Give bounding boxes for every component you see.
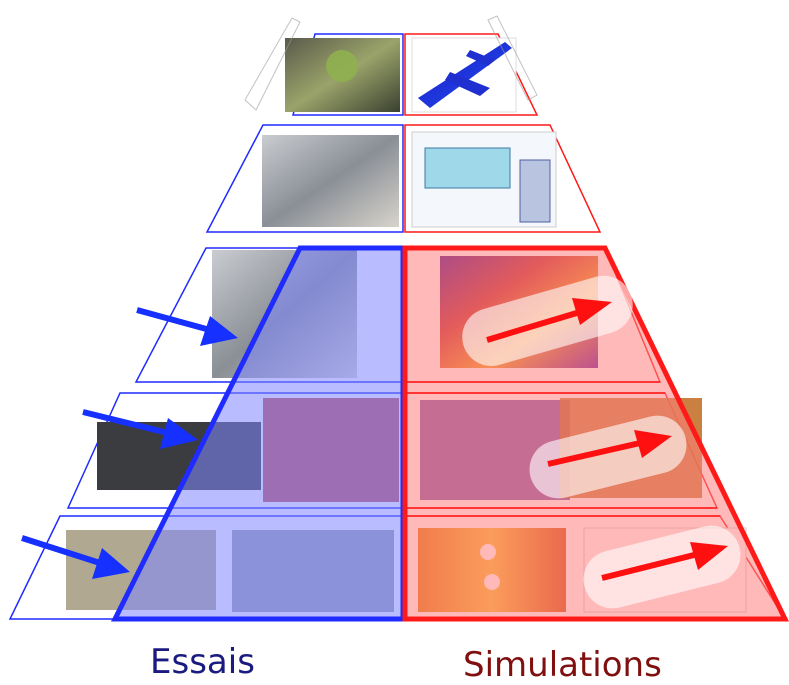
left-level-4-outline bbox=[205, 124, 404, 233]
photo-detail-sphere bbox=[326, 50, 358, 82]
blue-arrow-level-1 bbox=[21, 535, 130, 579]
test-arrows bbox=[21, 307, 238, 579]
image-aircraft-wing-2 bbox=[466, 50, 495, 66]
photo-fuselage-section-test bbox=[262, 135, 399, 227]
red-arrow-level-3 bbox=[462, 275, 633, 366]
red-arrow-level-2 bbox=[529, 415, 687, 499]
image-aircraft-wing bbox=[445, 72, 490, 96]
image-fem-frame bbox=[519, 159, 551, 223]
tests-label: Essais bbox=[150, 642, 255, 682]
simulation-arrows bbox=[462, 275, 741, 609]
right-level-4-outline bbox=[404, 124, 602, 233]
blue-arrow-level-2 bbox=[82, 409, 198, 449]
red-arrow-level-1 bbox=[583, 525, 741, 609]
ghost-outlines bbox=[244, 15, 538, 111]
ghost-right-top bbox=[487, 15, 538, 101]
image-fem-box bbox=[424, 147, 511, 189]
simulations-label: Simulations bbox=[463, 645, 662, 685]
ghost-left-top bbox=[244, 17, 301, 111]
blue-arrow-level-3 bbox=[136, 307, 238, 346]
right-level-5-outline bbox=[404, 33, 539, 116]
